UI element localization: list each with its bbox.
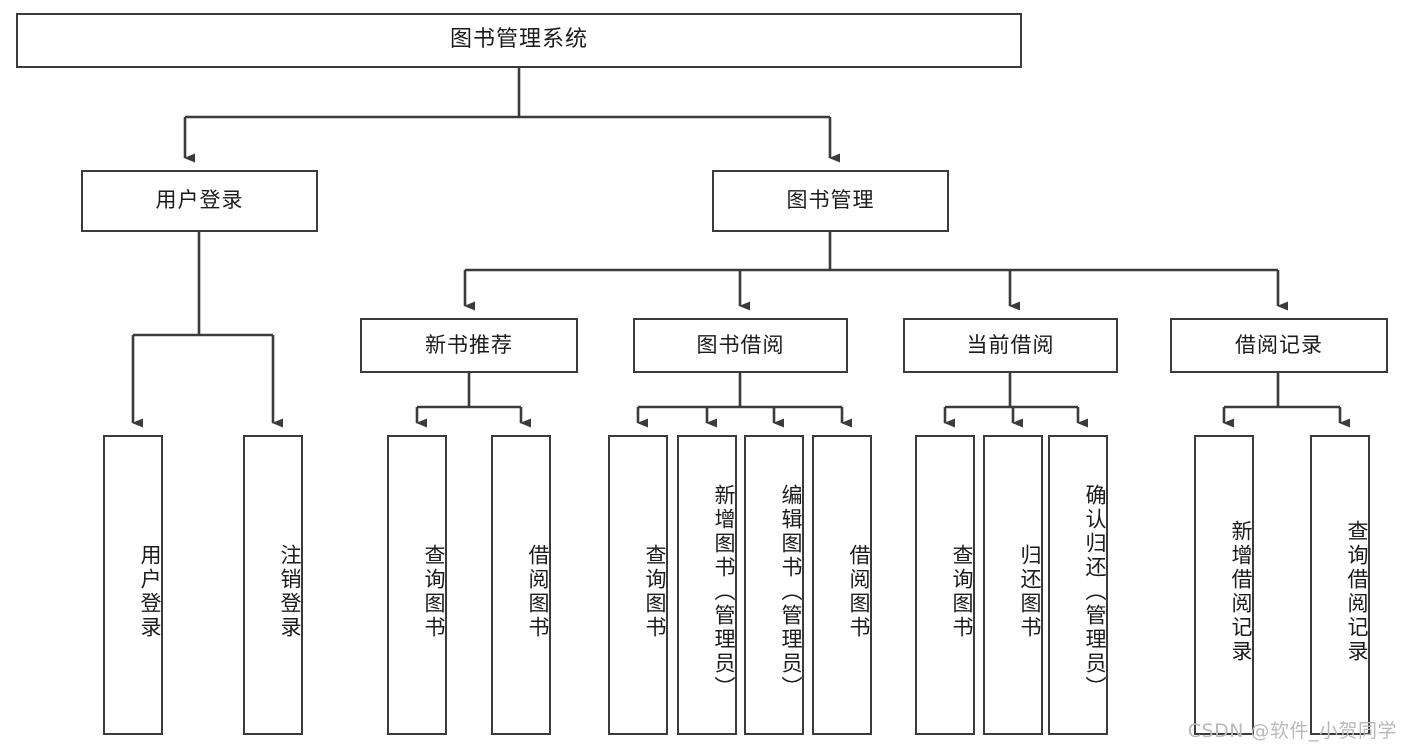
leaf-current-confirm-return-admin[interactable]: 确认归还（管理员） [1048,435,1108,735]
node-label: 查询借阅记录 [1345,520,1369,664]
leaf-current-query-book[interactable]: 查询图书 [915,435,975,735]
node-label: 借阅图书 [847,544,871,640]
node-book-borrow[interactable]: 图书借阅 [633,318,848,373]
node-label: 图书管理系统 [449,27,588,53]
leaf-borrow-borrow-book[interactable]: 借阅图书 [812,435,872,735]
node-borrow-record[interactable]: 借阅记录 [1170,318,1388,373]
leaf-user-login[interactable]: 用户登录 [103,435,163,735]
node-label: 用户登录 [138,544,162,640]
leaf-user-logout[interactable]: 注销登录 [243,435,303,735]
node-new-book-recommend[interactable]: 新书推荐 [360,318,578,373]
leaf-recommend-borrow-book[interactable]: 借阅图书 [491,435,551,735]
node-label: 新增图书（管理员） [712,484,736,700]
leaf-borrow-edit-book-admin[interactable]: 编辑图书（管理员） [744,435,804,735]
node-label: 用户登录 [155,188,244,213]
node-label: 借阅图书 [526,544,550,640]
node-label: 借阅记录 [1235,332,1323,357]
node-label: 查询图书 [643,544,667,640]
leaf-borrow-add-book-admin[interactable]: 新增图书（管理员） [677,435,737,735]
node-label: 查询图书 [950,544,974,640]
leaf-record-query-borrow-record[interactable]: 查询借阅记录 [1310,435,1370,735]
node-label: 图书借阅 [696,332,785,357]
node-label: 当前借阅 [966,332,1055,357]
node-label: 新增借阅记录 [1229,520,1253,664]
leaf-record-add-borrow-record[interactable]: 新增借阅记录 [1194,435,1254,735]
node-label: 归还图书 [1018,544,1042,640]
node-user-login[interactable]: 用户登录 [81,170,318,232]
node-label: 注销登录 [278,544,302,640]
node-label: 确认归还（管理员） [1083,484,1107,700]
node-label: 新书推荐 [425,332,513,357]
leaf-borrow-query-book[interactable]: 查询图书 [608,435,668,735]
node-current-borrow[interactable]: 当前借阅 [903,318,1118,373]
node-book-management[interactable]: 图书管理 [712,170,949,232]
node-label: 查询图书 [422,544,446,640]
node-label: 编辑图书（管理员） [779,484,803,700]
leaf-current-return-book[interactable]: 归还图书 [983,435,1043,735]
csdn-watermark: CSDN @软件_小贺同学 [1187,720,1397,742]
node-label: 图书管理 [786,188,875,213]
node-root-system[interactable]: 图书管理系统 [16,13,1022,68]
leaf-recommend-query-book[interactable]: 查询图书 [387,435,447,735]
